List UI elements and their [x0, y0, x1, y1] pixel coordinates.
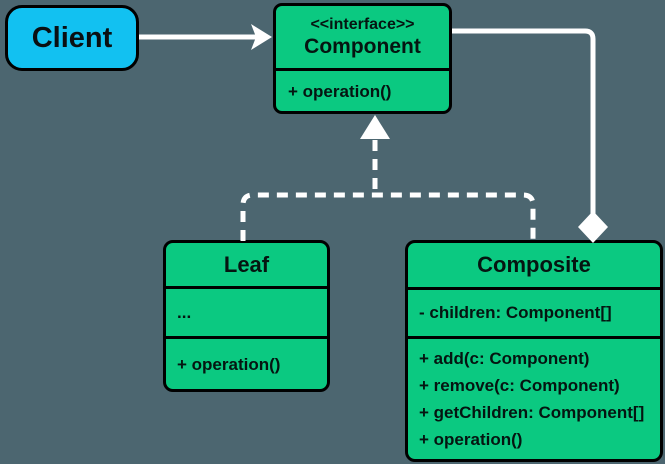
component-interface-box[interactable]: <<interface>> Component + operation(): [273, 3, 452, 114]
aggregation-diamond-icon: [578, 211, 608, 243]
composite-title: Composite: [477, 252, 591, 278]
composite-method-getchildren: + getChildren: Component[]: [419, 402, 645, 422]
component-header: <<interface>> Component: [276, 6, 449, 68]
composite-attribute-children: - children: Component[]: [419, 303, 612, 323]
realization-connector: [240, 115, 536, 241]
composite-attributes-compartment: - children: Component[]: [408, 287, 660, 335]
association-arrowhead-icon: [251, 24, 272, 50]
client-class-title: Client: [31, 21, 113, 54]
component-method-operation: + operation(): [288, 81, 392, 101]
composite-method-add: + add(c: Component): [419, 348, 590, 368]
component-methods-compartment: + operation(): [276, 68, 449, 111]
client-component-association: [139, 24, 272, 50]
leaf-method-operation: + operation(): [177, 354, 281, 374]
aggregation-connector: [452, 28, 608, 243]
leaf-title: Leaf: [223, 251, 270, 277]
composite-methods-compartment: + add(c: Component) + remove(c: Componen…: [408, 335, 660, 459]
composite-method-operation: + operation(): [419, 429, 523, 449]
leaf-attributes-compartment: ...: [166, 286, 327, 336]
client-class-box[interactable]: Client: [5, 5, 139, 71]
component-title: Component: [304, 34, 421, 58]
leaf-class-box[interactable]: Leaf ... + operation(): [163, 240, 330, 392]
leaf-header: Leaf: [166, 243, 327, 286]
leaf-methods-compartment: + operation(): [166, 336, 327, 389]
composite-header: Composite: [408, 243, 660, 287]
composite-class-box[interactable]: Composite - children: Component[] + add(…: [405, 240, 663, 462]
composite-method-remove: + remove(c: Component): [419, 375, 620, 395]
realization-triangle-icon: [360, 115, 390, 139]
leaf-attribute-ellipsis: ...: [177, 302, 192, 322]
component-stereotype: <<interface>>: [310, 15, 415, 33]
